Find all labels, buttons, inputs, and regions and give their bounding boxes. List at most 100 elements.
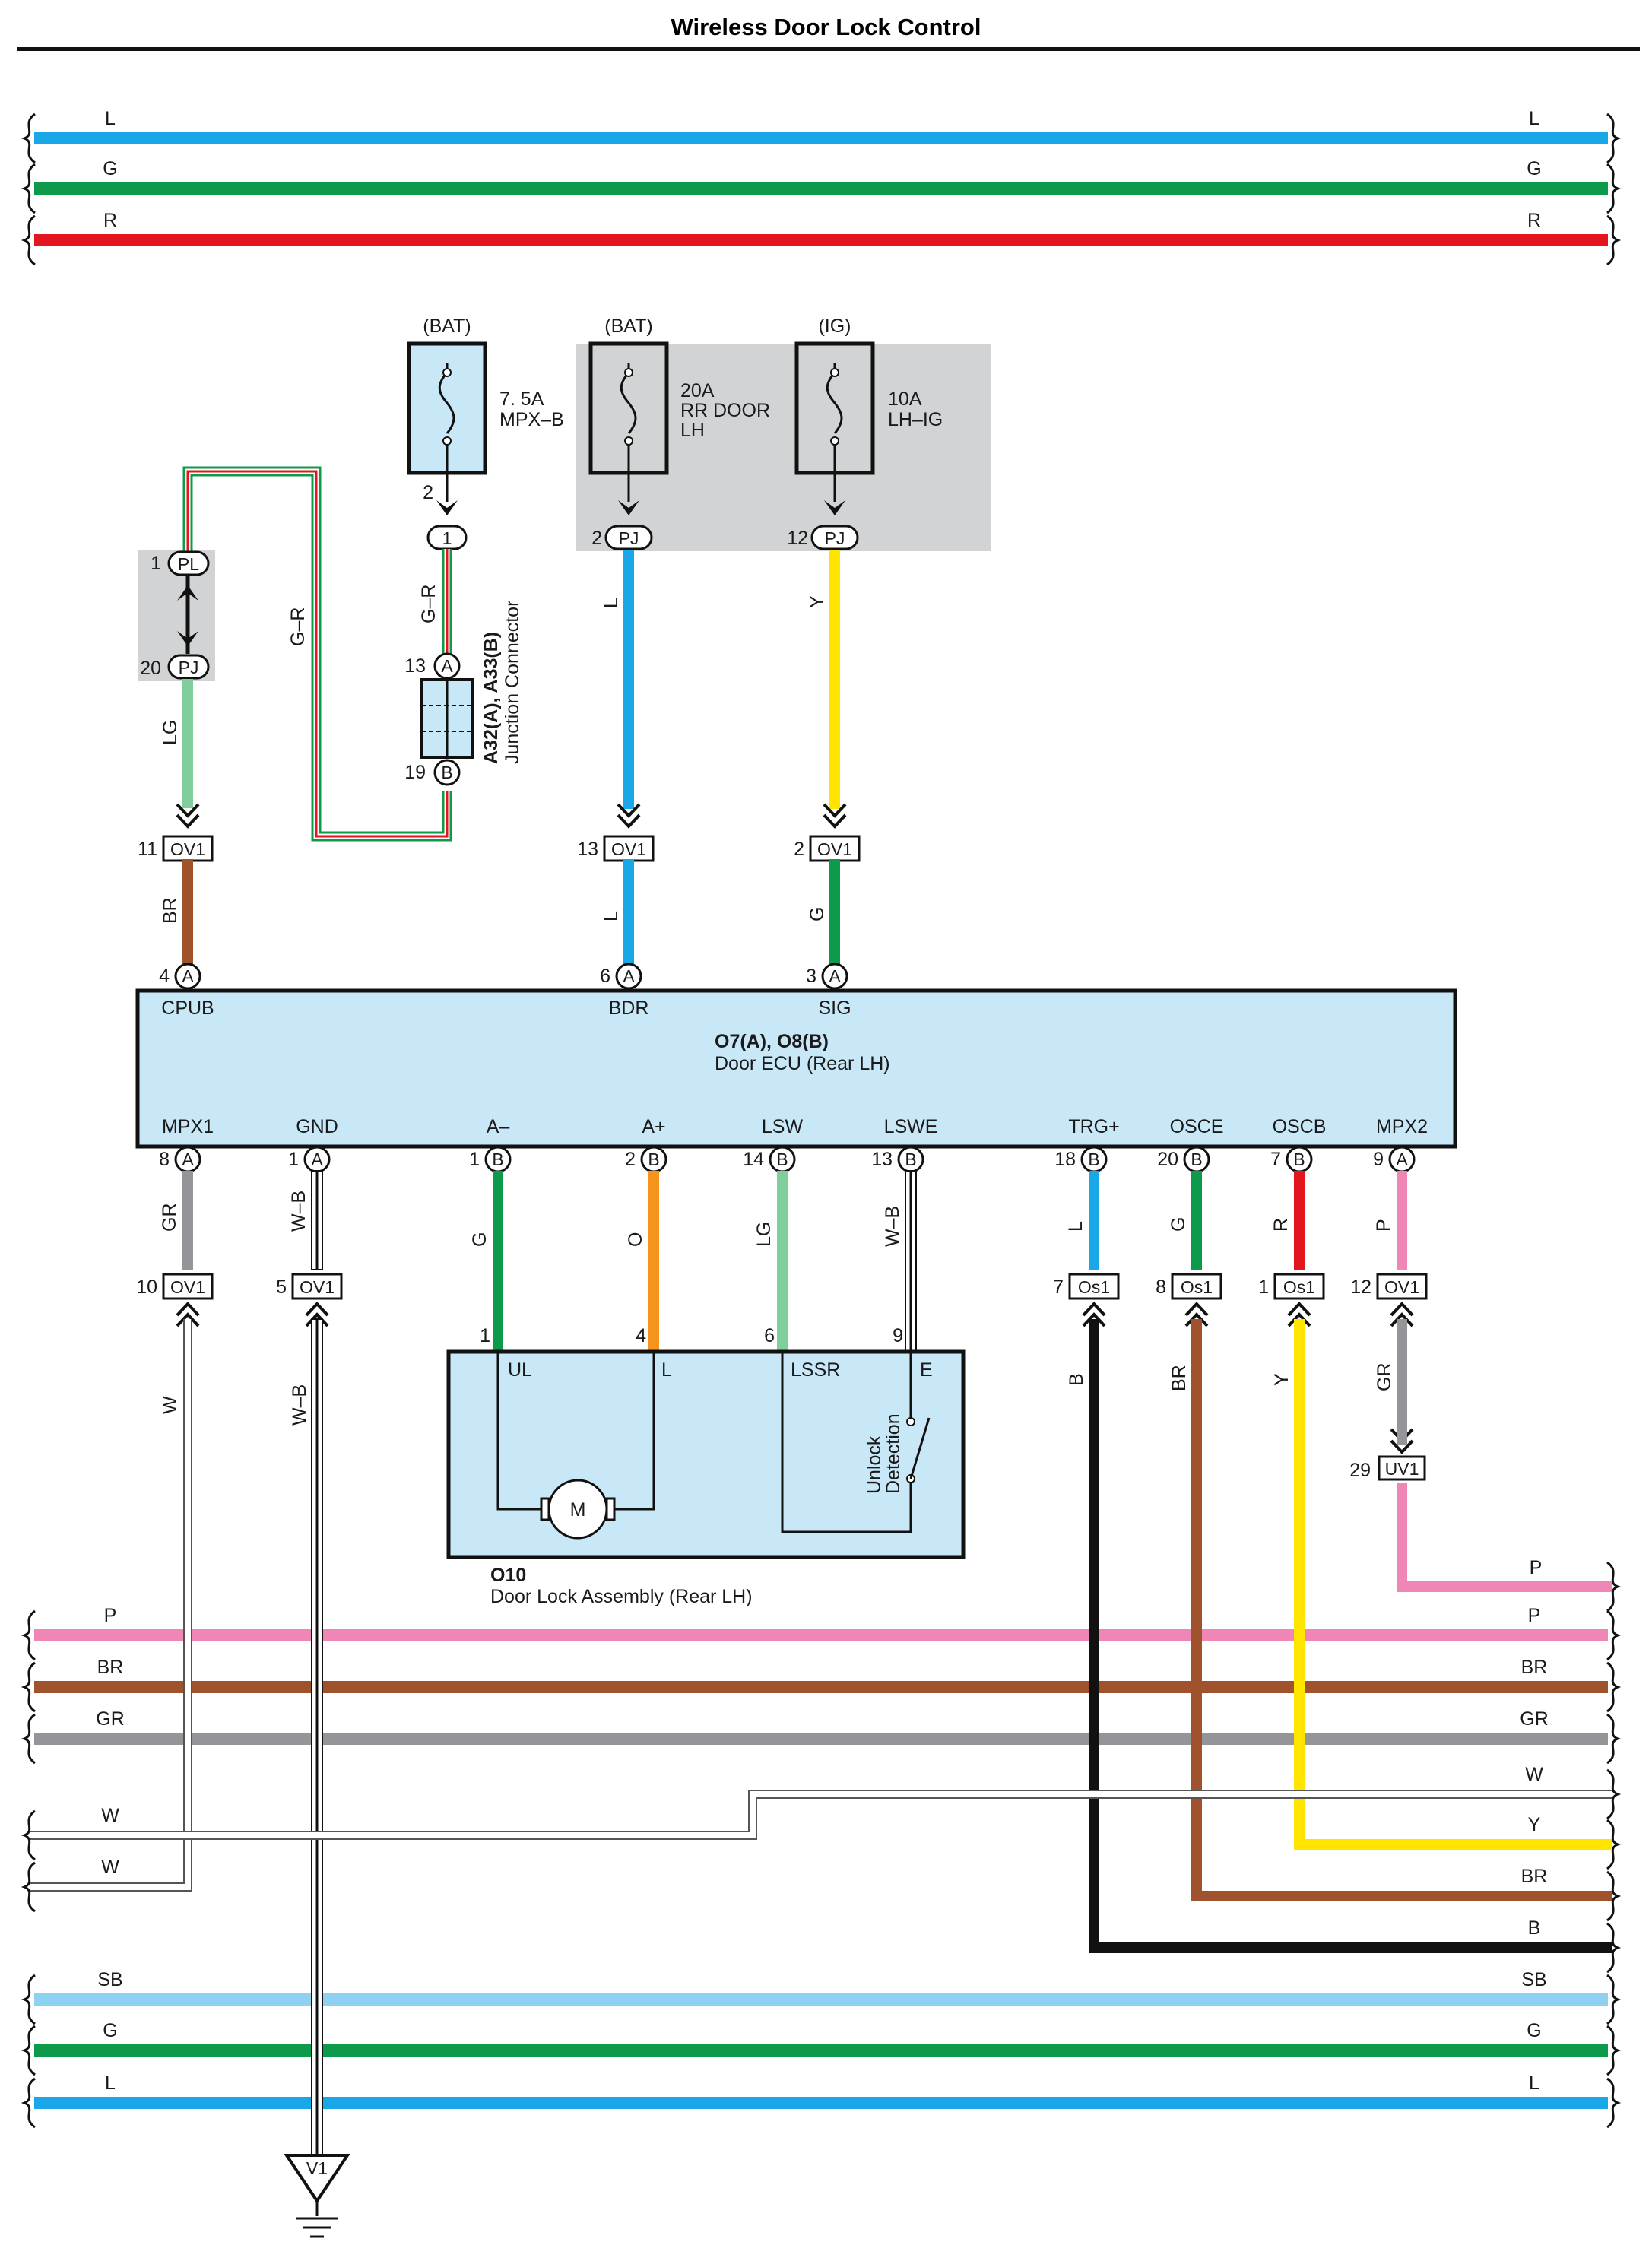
svg-text:A–: A– — [487, 1116, 510, 1137]
door-lock-pin-6: 6 — [764, 1325, 775, 1346]
y-wire-label: Y — [1271, 1373, 1292, 1386]
svg-text:BDR: BDR — [609, 997, 649, 1019]
fuse-2-connector: PJ — [619, 528, 639, 548]
lg-wire-upper — [182, 679, 193, 808]
lower-wires — [30, 1318, 1612, 2156]
svg-text:B: B — [492, 1150, 503, 1169]
svg-text:W: W — [1525, 1764, 1543, 1785]
ecu-bottom-wire-label-8: R — [1270, 1218, 1292, 1232]
ecu-bottom-wire-label-6: L — [1065, 1221, 1086, 1232]
title-rule — [17, 47, 1640, 51]
junction-name: Junction Connector — [502, 601, 523, 764]
svg-text:SB: SB — [1521, 1969, 1546, 1990]
b-wire-label: B — [1066, 1373, 1087, 1386]
pl-code-2: PJ — [179, 658, 199, 677]
svg-text:Os1: Os1 — [1078, 1277, 1110, 1297]
fuse-1-connector: 1 — [442, 528, 452, 548]
bus-top-right-label: R — [1527, 210, 1541, 231]
ground-v1: V1 P — [284, 1557, 1543, 2238]
bus-right-end-0: W — [1525, 1764, 1622, 1820]
svg-text:OSCE: OSCE — [1170, 1116, 1224, 1137]
g-wire-sig-label: G — [807, 907, 828, 921]
door-lock-label-ul: UL — [508, 1359, 532, 1381]
bus-left-end-1: W — [21, 1857, 119, 1913]
fuse-3-name: LH–IG — [888, 409, 943, 430]
svg-text:A: A — [1396, 1150, 1408, 1169]
g-wire-osce — [1191, 1171, 1202, 1270]
fuse-mpx-b: (BAT) 7. 5A MPX–B 2 1 — [407, 316, 564, 550]
bus-left-end-0: W — [21, 1805, 119, 1861]
svg-text:2: 2 — [794, 839, 804, 860]
o-wire-a-plus — [648, 1171, 659, 1353]
fuse-3-source: (IG) — [818, 316, 851, 337]
door-ecu: O7(A), O8(B) Door ECU (Rear LH) — [135, 988, 1457, 1149]
svg-text:8: 8 — [159, 1149, 170, 1170]
svg-text:B: B — [1528, 1917, 1541, 1939]
switch-label-1: Unlock — [864, 1435, 885, 1494]
svg-text:12: 12 — [1350, 1276, 1371, 1298]
g-r-wire: G–R G–R — [182, 466, 452, 842]
svg-text:GR: GR — [96, 1708, 125, 1730]
svg-text:B: B — [1293, 1150, 1305, 1169]
svg-text:OV1: OV1 — [170, 839, 205, 859]
fuse-rr-door: (BAT) 20A RR DOOR LH 2 PJ — [588, 316, 770, 550]
fuse-2-name2: LH — [680, 420, 705, 441]
gr-wire-label-mpx2: GR — [1374, 1363, 1395, 1392]
svg-text:14: 14 — [743, 1149, 764, 1170]
svg-text:11: 11 — [138, 839, 157, 860]
fuse-1-source: (BAT) — [423, 316, 471, 337]
door-lock-label-e: E — [920, 1359, 933, 1381]
ecu-bottom-wire-label-9: P — [1373, 1219, 1394, 1232]
ecu-bottom-wire-label-1: W–B — [288, 1191, 309, 1232]
lg-wire-lsw — [777, 1171, 788, 1353]
svg-text:MPX1: MPX1 — [162, 1116, 214, 1137]
fuse-2-pin: 2 — [591, 528, 602, 549]
svg-text:20: 20 — [1157, 1149, 1178, 1170]
l-wire-bdr-label: L — [601, 911, 622, 921]
svg-text:7: 7 — [1053, 1276, 1064, 1298]
ecu-bottom-terminal-6: TRG+B18 — [1054, 1116, 1120, 1173]
fuse-1-pin: 2 — [423, 482, 433, 503]
svg-text:7: 7 — [1270, 1149, 1281, 1170]
svg-text:P: P — [104, 1605, 117, 1626]
inline-connector-upper-0: OV1 11 — [138, 803, 214, 862]
inline-connector-lower-2: Os1 7 — [1053, 1273, 1120, 1327]
junction-pin-top: 13 — [404, 655, 426, 677]
svg-text:2: 2 — [625, 1149, 636, 1170]
door-lock-pin-4: 4 — [636, 1325, 646, 1346]
svg-text:B: B — [776, 1150, 788, 1169]
svg-text:18: 18 — [1054, 1149, 1076, 1170]
svg-text:LSW: LSW — [762, 1116, 804, 1137]
pl-pin-1: 1 — [151, 553, 161, 574]
svg-text:G: G — [1527, 2020, 1541, 2041]
ecu-name: Door ECU (Rear LH) — [715, 1053, 890, 1074]
svg-text:1: 1 — [1258, 1276, 1269, 1298]
svg-text:B: B — [1088, 1150, 1099, 1169]
svg-text:A: A — [182, 1150, 194, 1169]
wb-wire-label: W–B — [289, 1384, 310, 1426]
l-wire-upper — [623, 550, 634, 809]
door-lock-assembly: 1 4 6 9 UL L LSSR E M Unlock Detection O… — [446, 1325, 966, 1607]
motor-icon — [547, 1479, 608, 1540]
ecu-bottom-wire-label-3: O — [625, 1232, 646, 1247]
right-extra-p-label: P — [1530, 1557, 1543, 1578]
svg-text:A+: A+ — [642, 1116, 665, 1137]
svg-text:BR: BR — [97, 1657, 124, 1678]
ecu-bottom-terminal-2: A–B1 — [469, 1116, 512, 1173]
svg-text:9: 9 — [1373, 1149, 1384, 1170]
motor-label: M — [570, 1499, 586, 1521]
svg-text:L: L — [105, 2072, 116, 2094]
ecu-bottom-wire-label-4: LG — [753, 1222, 775, 1247]
